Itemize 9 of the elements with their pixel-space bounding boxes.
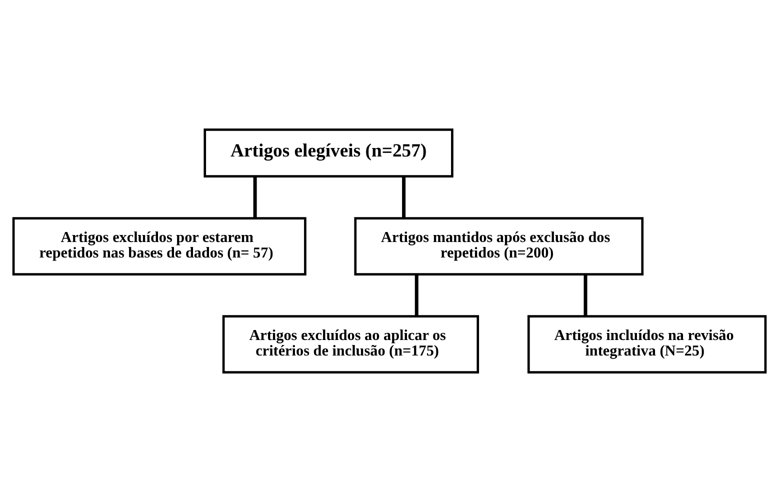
- node-box: Artigos elegíveis (n=257): [204, 128, 454, 178]
- node-box: Artigos incluídos na revisão integrativa (N=25): [527, 315, 767, 374]
- connector: [402, 176, 406, 218]
- connector: [584, 274, 588, 316]
- node-box: Artigos excluídos ao aplicar os critérios de inclusão (n=175): [222, 315, 480, 374]
- node-box: Artigos mantidos após exclusão dos repetidos (n=200): [354, 217, 644, 276]
- node-box: Artigos excluídos por estarem repetidos nas bases de dados (n= 57): [12, 217, 306, 276]
- connector: [253, 176, 257, 218]
- connector: [414, 274, 418, 316]
